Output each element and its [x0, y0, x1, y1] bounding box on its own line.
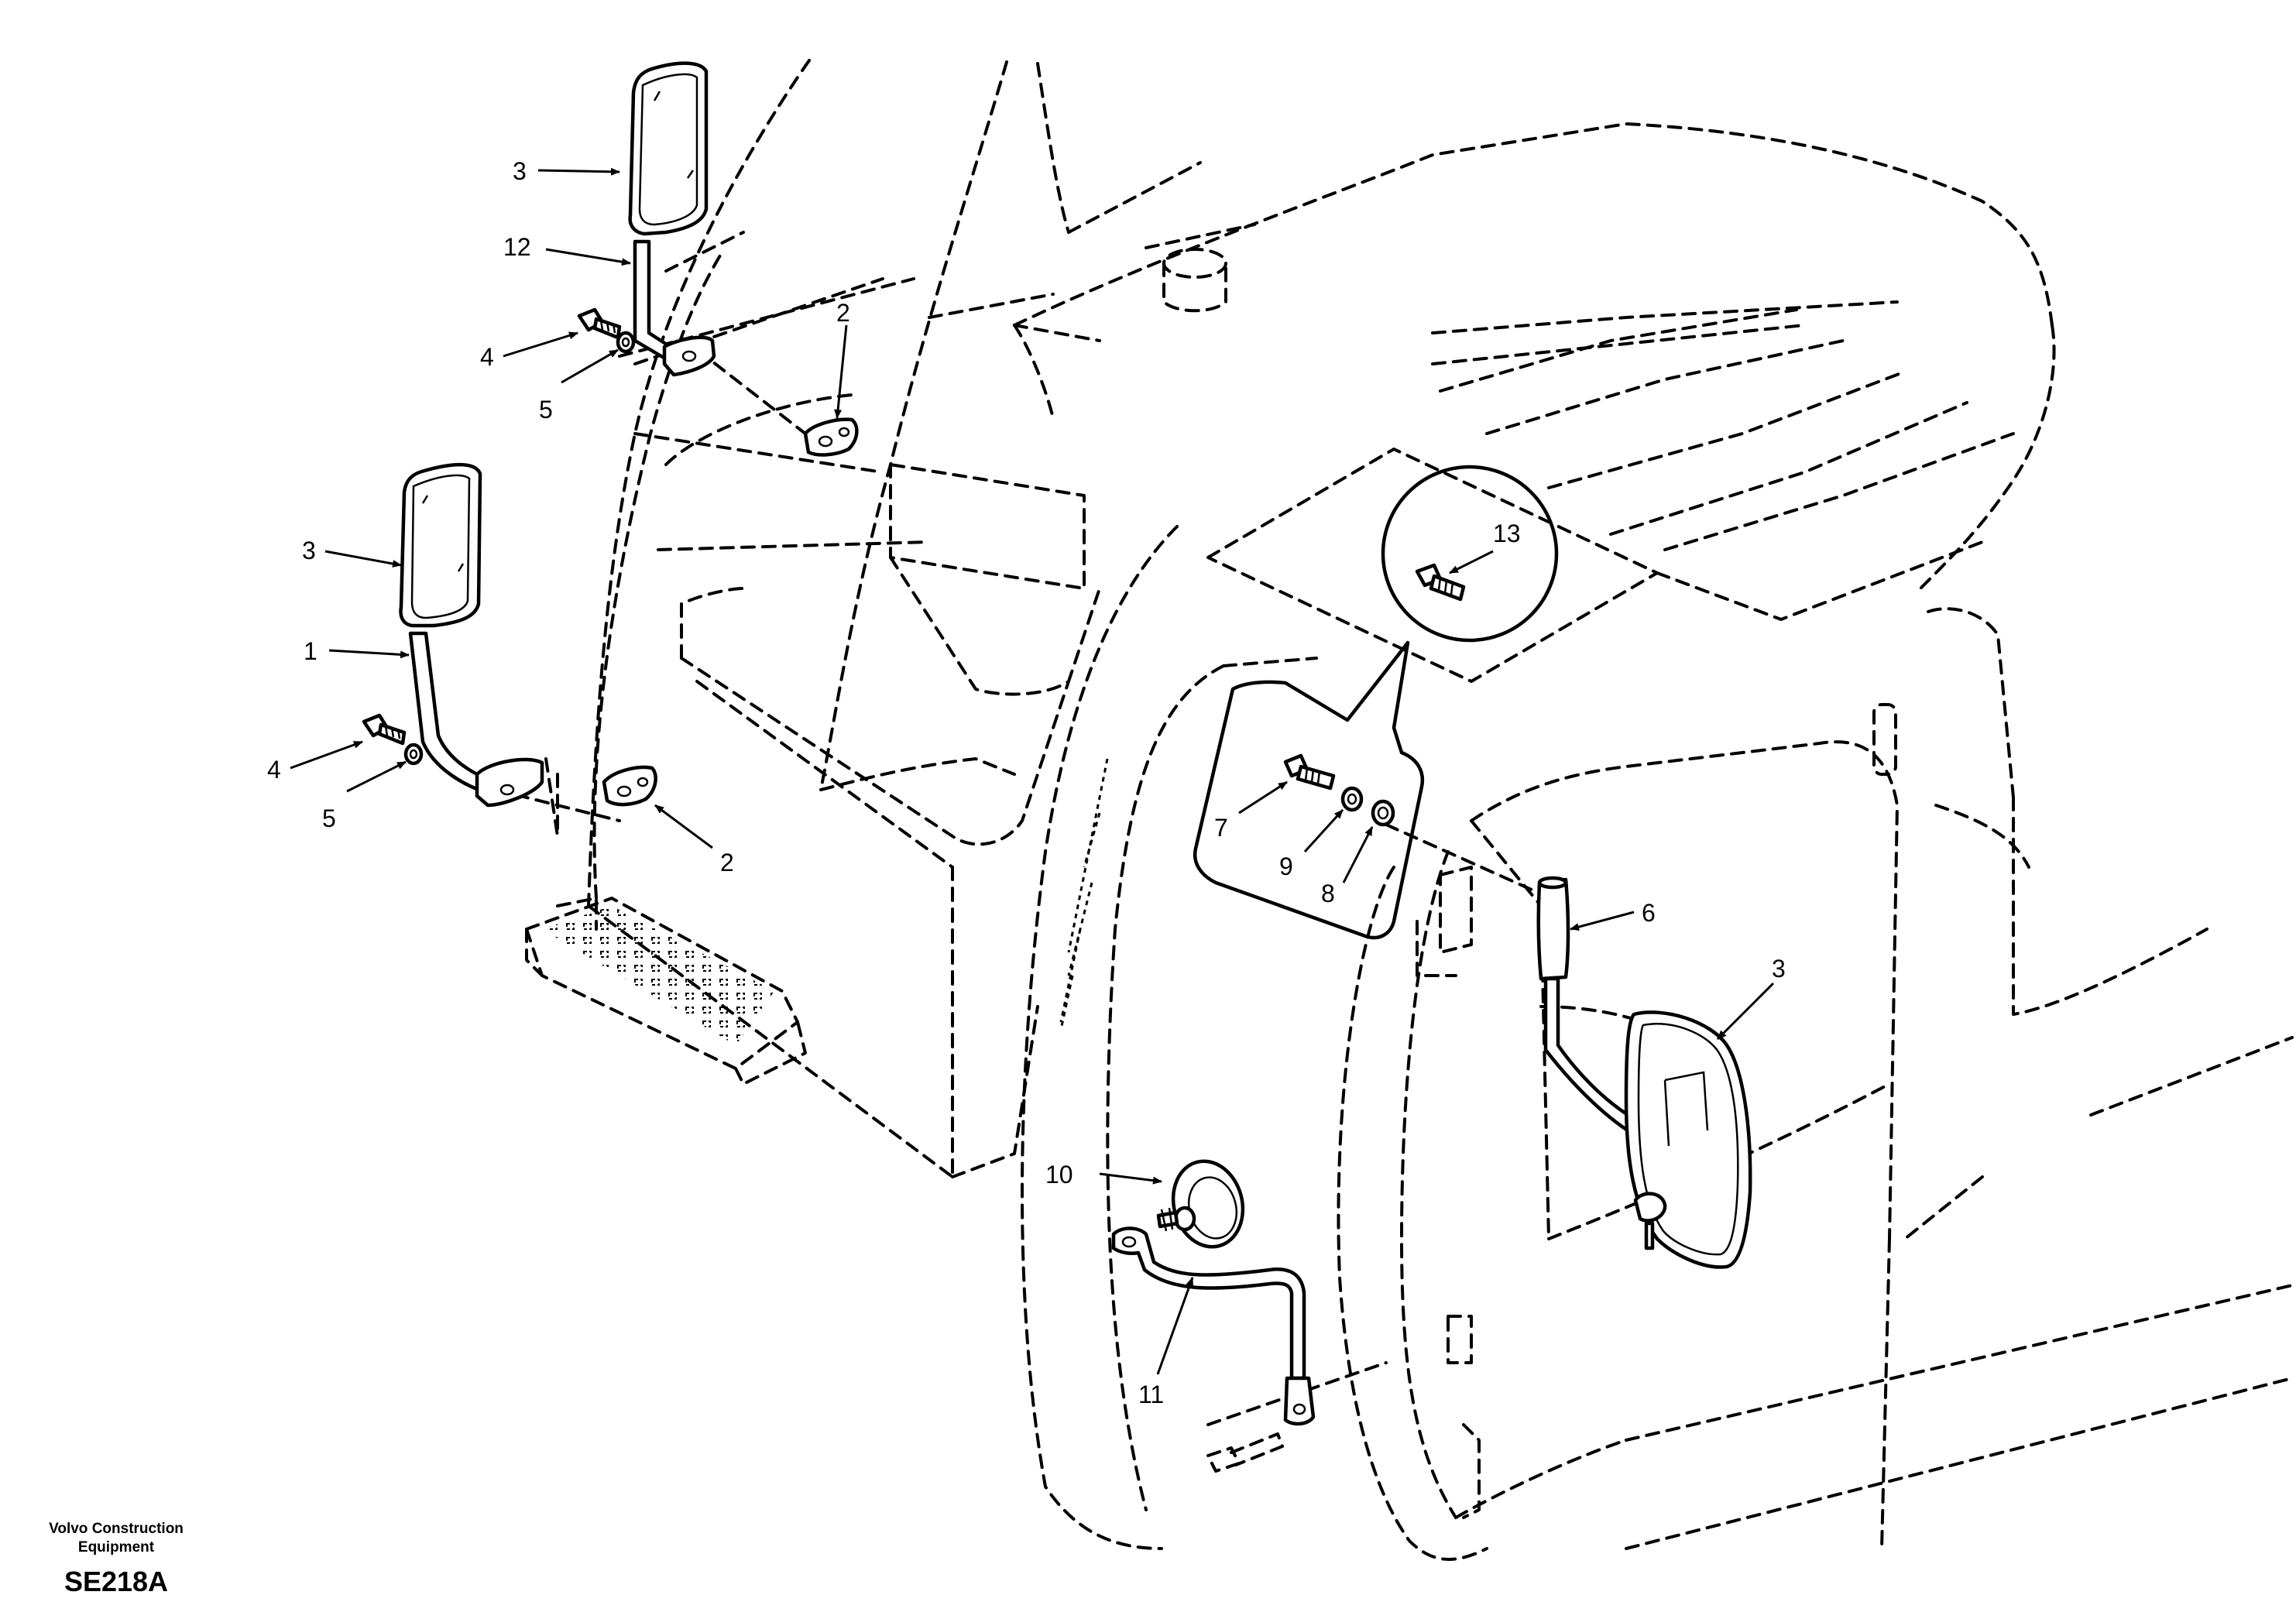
cab-outline: [494, 59, 2294, 1561]
callout-11: 11: [1138, 1381, 1164, 1408]
callout-12: 12: [503, 233, 531, 261]
callout-9: 9: [1279, 852, 1293, 880]
footer-caption: Volvo Construction Equipment: [0, 1520, 232, 1557]
company-name-line1: Volvo Construction: [49, 1521, 184, 1537]
horn-bracket: [1111, 1226, 1316, 1426]
callout-4-top: 4: [480, 343, 494, 371]
mirror-mid: [399, 462, 482, 628]
callout-5-top: 5: [539, 396, 553, 424]
callout-10: 10: [1045, 1161, 1073, 1189]
callout-2-top: 2: [836, 299, 850, 327]
mirror-arm-1: [408, 631, 544, 808]
drawing-code: SE218A: [63, 1566, 169, 1597]
mirror-right-assembly: [1536, 876, 1752, 1269]
detail-box: [1193, 640, 1425, 940]
callout-1: 1: [304, 637, 317, 665]
bolt-top: [577, 307, 622, 340]
callout-3-top: 3: [513, 157, 527, 185]
callout-7: 7: [1214, 814, 1228, 842]
bracket-bottom: [602, 765, 657, 807]
washer-bottom: [403, 743, 424, 766]
callout-6: 6: [1642, 899, 1656, 927]
callout-8: 8: [1321, 880, 1335, 907]
leader-lines: [290, 167, 1775, 1375]
bolt-bottom: [362, 713, 407, 746]
callout-labels: 3 12 2 4 5 3 1 4 5 2 13 7 9 8 6 3 10 11: [267, 157, 1786, 1408]
mirror-arm-12: [633, 239, 716, 377]
callout-2-bottom: 2: [720, 849, 734, 876]
callout-4-bottom: 4: [267, 756, 281, 784]
horn: [1156, 1159, 1245, 1249]
callout-5-bottom: 5: [322, 804, 336, 832]
callout-13: 13: [1493, 520, 1521, 547]
callout-3-right: 3: [1772, 955, 1786, 983]
horn-bolt: [1206, 1432, 1284, 1473]
drawing-code-block: SE218A: [0, 1566, 232, 1598]
callout-3-mid: 3: [302, 537, 316, 564]
mirror-top: [628, 61, 709, 236]
bracket-top: [803, 417, 859, 457]
washer-top: [616, 331, 636, 354]
company-name-line2: Equipment: [77, 1539, 155, 1556]
detail-circle: [1381, 465, 1559, 643]
